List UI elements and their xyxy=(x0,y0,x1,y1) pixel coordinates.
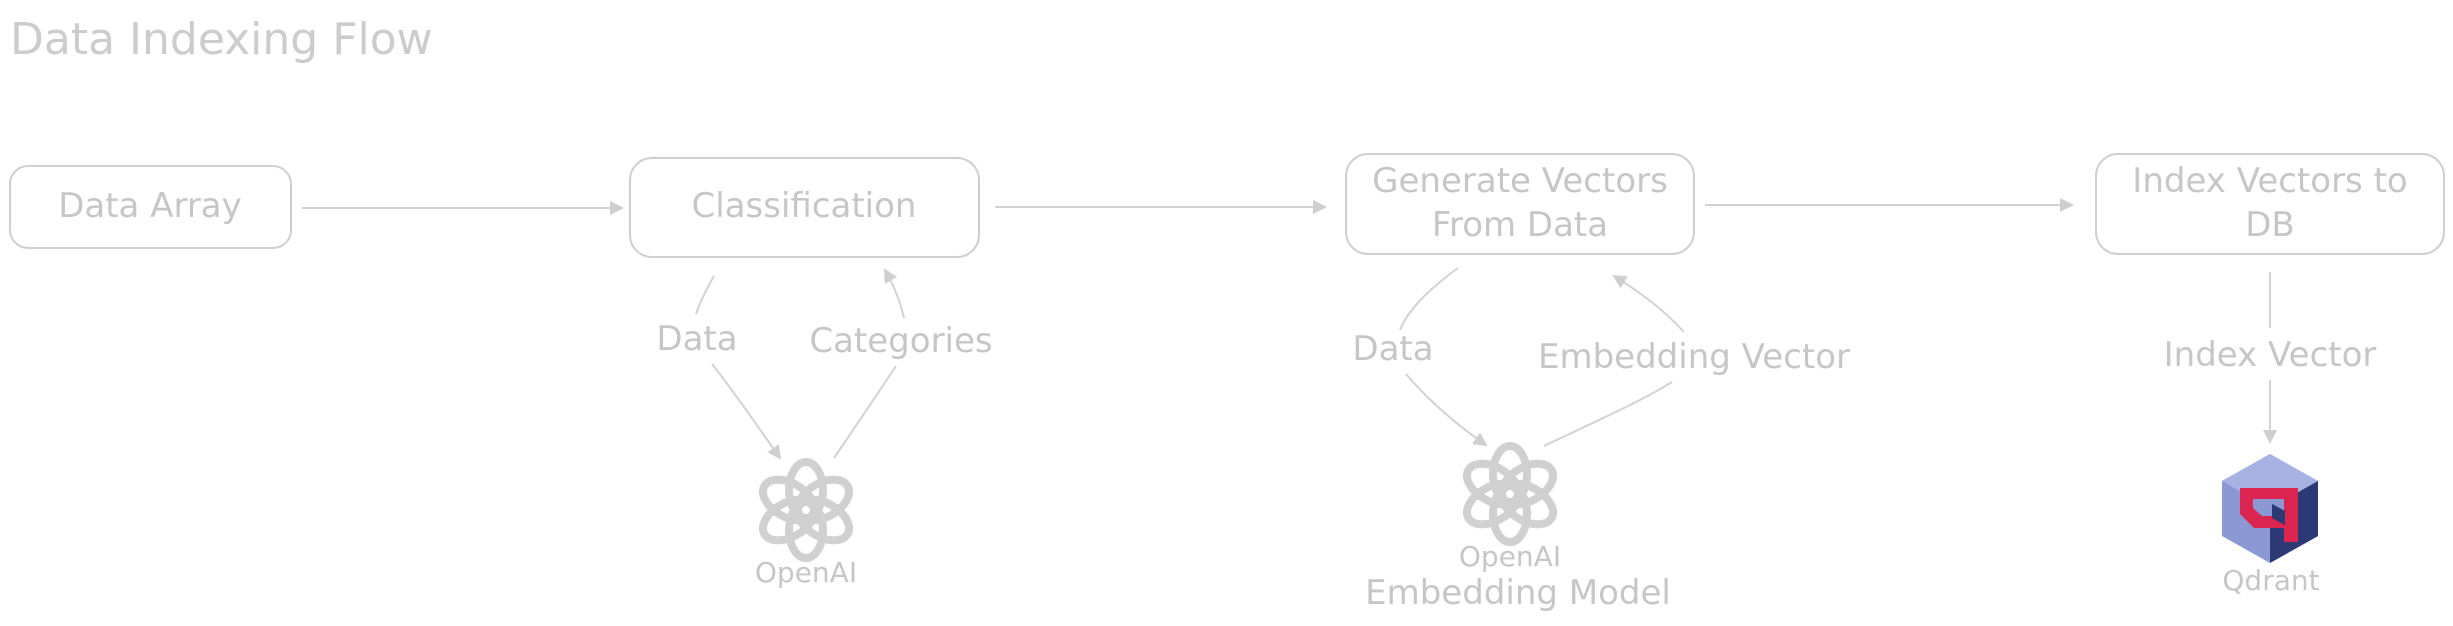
openai-logo-icon xyxy=(758,458,854,562)
openai-embedding-label-line-1: OpenAI xyxy=(1459,540,1561,573)
node-data-array: Data Array xyxy=(9,165,292,249)
openai-label: OpenAI xyxy=(755,556,857,589)
node-data-array-label: Data Array xyxy=(58,186,242,226)
node-index-vectors-line-1: Index Vectors to xyxy=(2132,161,2407,201)
edge-classification-data-start xyxy=(695,275,715,315)
node-index-vectors: Index Vectors to DB xyxy=(2095,153,2445,255)
qdrant-logo-icon xyxy=(2222,454,2318,563)
diagram-title: Data Indexing Flow xyxy=(10,14,433,65)
arrow-data-to-embedding-model xyxy=(1405,373,1488,447)
node-generate-vectors-line-1: Generate Vectors xyxy=(1372,161,1668,201)
node-index-vectors-line-2: DB xyxy=(2245,205,2295,245)
node-generate-vectors-line-2: From Data xyxy=(1432,205,1608,245)
edge-embedding-model-vector xyxy=(1543,381,1673,447)
arrow-embedding-vector-to-generate-vectors xyxy=(1612,274,1685,333)
label-generate-data: Data xyxy=(1352,329,1433,369)
node-classification: Classification xyxy=(629,157,980,258)
openai-embedding-label-line-2: Embedding Model xyxy=(1365,573,1671,613)
edge-openai-categories xyxy=(833,365,897,459)
label-index-vector: Index Vector xyxy=(2164,335,2377,375)
arrow-data-to-openai xyxy=(711,363,782,460)
label-embedding-vector: Embedding Vector xyxy=(1538,337,1850,377)
label-classification-categories: Categories xyxy=(809,321,992,361)
edge-generate-data-start xyxy=(1399,267,1459,331)
node-generate-vectors: Generate Vectors From Data xyxy=(1345,153,1695,255)
openai-embedding-logo-icon xyxy=(1462,442,1558,546)
arrow-categories-to-classification xyxy=(884,268,905,319)
label-classification-data: Data xyxy=(656,319,737,359)
qdrant-label: Qdrant xyxy=(2222,564,2319,597)
node-classification-label: Classification xyxy=(692,186,917,226)
